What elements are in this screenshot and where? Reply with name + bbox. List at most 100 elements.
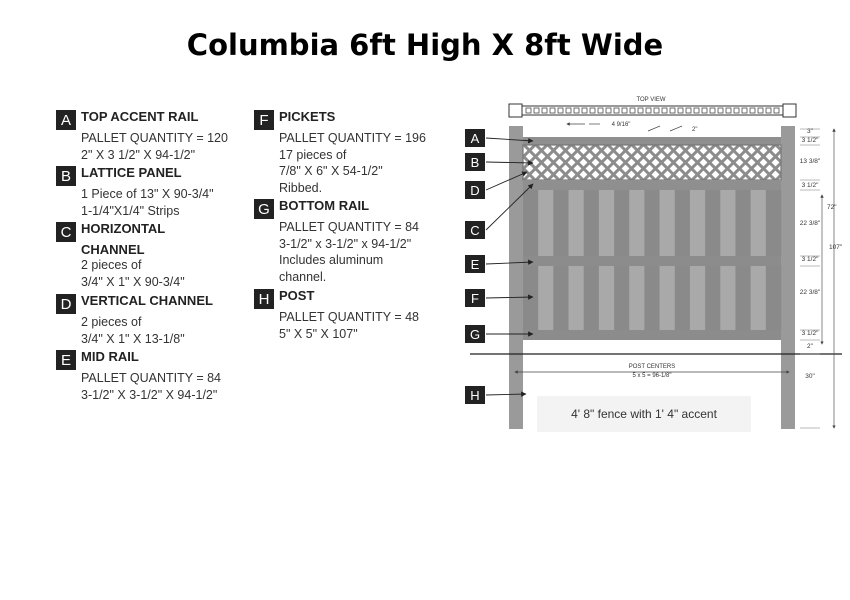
callout-arrow <box>485 391 527 397</box>
picket-upper <box>598 190 615 256</box>
part-spec: 3/4" X 1" X 13-1/8" <box>81 331 185 346</box>
top-view-picket <box>589 107 596 114</box>
part-spec: 2" X 3 1/2" X 94-1/2" <box>81 147 196 162</box>
top-view-picket <box>581 107 588 114</box>
dim-107-label: 107" <box>829 244 843 251</box>
picket-upper <box>568 190 585 256</box>
part-spec: 3-1/2" x 3-1/2" x 94-1/2" <box>279 236 412 251</box>
callout-letter: A <box>471 131 480 146</box>
lattice-bottom-rail <box>523 180 781 190</box>
part-spec: Ribbed. <box>279 180 323 195</box>
part-b-lattice-panel: B LATTICE PANEL 1 Piece of 13" X 90-3/4"… <box>56 165 256 219</box>
callout-letter: H <box>470 388 479 403</box>
dim-label: 22 3/8" <box>800 220 821 227</box>
lattice-strip <box>762 160 781 180</box>
callout-arrow <box>485 294 534 300</box>
dim-label: 30" <box>805 373 815 380</box>
top-view-dim-line <box>647 125 661 132</box>
part-name-continued: CHANNEL <box>81 242 145 257</box>
top-view-picket <box>541 107 548 114</box>
picket-upper <box>553 190 569 256</box>
top-view-picket <box>749 107 756 114</box>
callout-badge <box>465 181 485 199</box>
part-spec: PALLET QUANTITY = 196 <box>279 131 426 145</box>
top-view-picket <box>685 107 692 114</box>
callout-badge <box>465 255 485 273</box>
part-spec: PALLET QUANTITY = 48 <box>279 310 419 324</box>
dim-label: 3 1/2" <box>802 256 819 263</box>
post-centers-label: POST CENTERS <box>629 364 676 370</box>
dim-label: 22 3/8" <box>800 289 821 296</box>
right-post <box>781 126 795 429</box>
part-spec: 1-1/4"X1/4" Strips <box>81 203 180 218</box>
picket-lower <box>720 266 736 330</box>
part-spec: channel. <box>279 269 327 284</box>
top-view-dim-label: 2" <box>692 127 697 133</box>
top-view-picket <box>741 107 748 114</box>
pickets <box>523 190 782 330</box>
top-view-picket <box>725 107 732 114</box>
callout-letter: E <box>471 257 480 272</box>
top-view-picket <box>605 107 612 114</box>
callout-arrow <box>485 183 534 231</box>
callout-badge <box>465 221 485 239</box>
page-title: Columbia 6ft High X 8ft Wide <box>186 28 664 62</box>
top-view-picket <box>733 107 740 114</box>
part-d-vertical-channel: D VERTICAL CHANNEL 2 pieces of 3/4" X 1"… <box>56 293 256 347</box>
part-spec: 3-1/2" X 3-1/2" X 94-1/2" <box>81 387 218 402</box>
part-letter-badge: F <box>254 110 274 130</box>
picket-upper <box>659 190 676 256</box>
picket-upper <box>523 190 539 256</box>
post-centers-value: 5 x 5 = 96-1/8" <box>633 373 672 379</box>
picket-upper <box>538 190 554 256</box>
part-name: LATTICE PANEL <box>81 165 182 180</box>
part-c-horizontal-channel: C HORIZONTAL CHANNEL 2 pieces of 3/4" X … <box>56 221 256 290</box>
top-view-pickets <box>525 107 780 114</box>
picket-lower <box>705 266 721 330</box>
part-letter-badge: B <box>56 166 76 186</box>
lattice-strip <box>750 148 781 180</box>
top-view-label: TOP VIEW <box>636 97 665 103</box>
picket-lower <box>523 266 539 330</box>
callout-badge <box>465 386 485 404</box>
part-h-post: H POST PALLET QUANTITY = 48 5" X 5" X 10… <box>254 288 454 342</box>
top-view-rail <box>521 105 784 116</box>
bottom-rail <box>523 330 781 340</box>
picket-lower <box>614 266 630 330</box>
top-view-left-post <box>508 103 523 118</box>
part-spec: 5" X 5" X 107" <box>279 326 358 341</box>
callout-letter: D <box>470 183 479 198</box>
picket-lower <box>568 266 585 330</box>
part-spec: 1 Piece of 13" X 90-3/4" <box>81 187 214 201</box>
top-view-picket <box>709 107 716 114</box>
picket-lower <box>689 266 706 330</box>
callout-letter: F <box>471 291 479 306</box>
lattice-panel <box>523 145 781 180</box>
top-view-picket <box>597 107 604 114</box>
top-view-picket <box>565 107 572 114</box>
top-view-picket <box>533 107 540 114</box>
part-name: BOTTOM RAIL <box>279 198 370 213</box>
part-spec: 17 pieces of <box>279 147 347 162</box>
top-view-picket <box>757 107 764 114</box>
top-view-picket <box>693 107 700 114</box>
top-view-picket <box>613 107 620 114</box>
part-name: VERTICAL CHANNEL <box>81 293 213 308</box>
top-view-picket <box>549 107 556 114</box>
picket-upper <box>765 190 782 256</box>
top-view-picket <box>765 107 772 114</box>
picket-upper <box>583 190 600 256</box>
callout-badge <box>465 129 485 147</box>
picket-lower <box>538 266 554 330</box>
part-letter-badge: A <box>56 110 76 130</box>
callout-letter: B <box>471 155 480 170</box>
top-view-picket <box>557 107 564 114</box>
callout-letter: G <box>470 327 480 342</box>
left-post <box>509 126 523 429</box>
dim-label: 3 1/2" <box>802 330 819 337</box>
part-name: HORIZONTAL <box>81 221 166 236</box>
picket-upper <box>705 190 721 256</box>
picket-lower <box>583 266 600 330</box>
